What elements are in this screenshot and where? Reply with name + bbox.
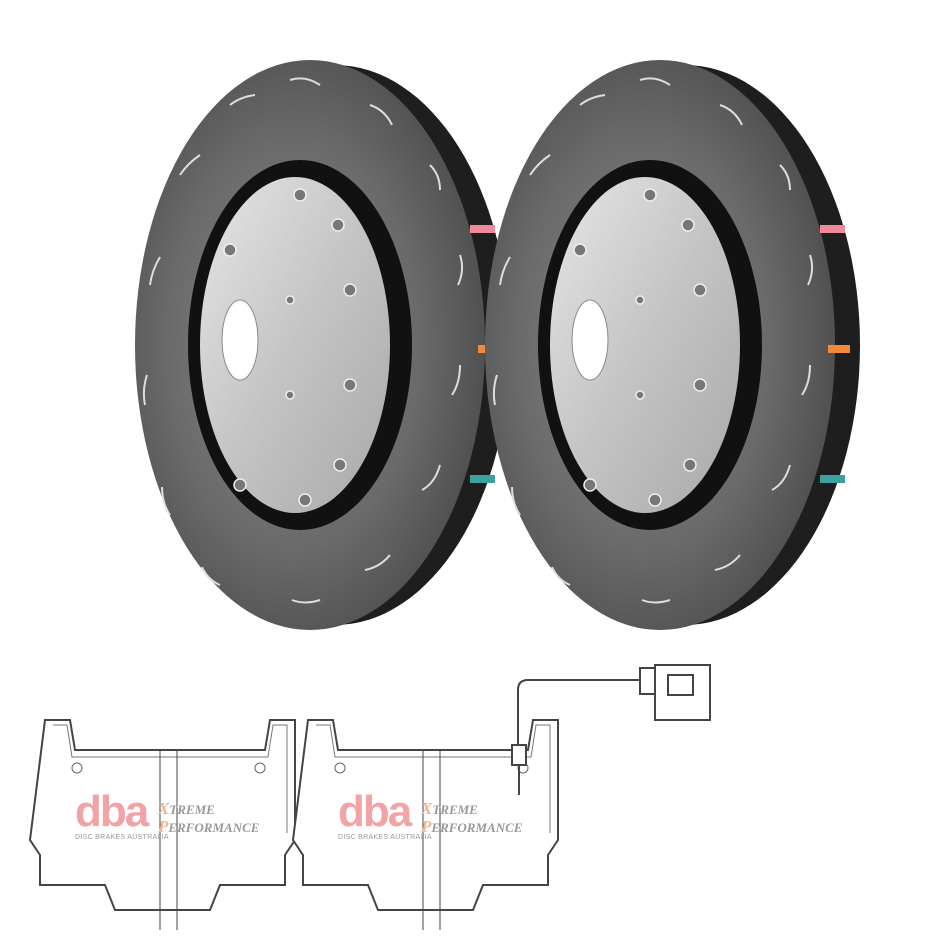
dba-logo-right: dba DISC BRAKES AUSTRALIA [338, 787, 432, 842]
wear-sensor [511, 664, 711, 795]
brand-tagline: DISC BRAKES AUSTRALIA [338, 834, 432, 841]
line1-text: TREME [432, 802, 478, 817]
line1-text: TREME [169, 802, 215, 817]
line2-text: ERFORMANCE [168, 820, 260, 835]
line2-initial: P [421, 817, 432, 836]
brake-rotor-left [134, 59, 511, 631]
line1-initial: X [421, 799, 433, 818]
brand-mark: dba [338, 787, 412, 836]
brand-tagline: DISC BRAKES AUSTRALIA [75, 834, 169, 841]
line2-text: ERFORMANCE [431, 820, 523, 835]
xtreme-performance-logo-left: XTREME PERFORMANCE [158, 800, 259, 836]
line2-initial: P [158, 817, 169, 836]
brake-rotor-right [484, 59, 861, 631]
xtreme-performance-logo-right: XTREME PERFORMANCE [421, 800, 522, 836]
brand-mark: dba [75, 787, 149, 836]
line1-initial: X [158, 799, 170, 818]
dba-logo-left: dba DISC BRAKES AUSTRALIA [75, 787, 169, 842]
